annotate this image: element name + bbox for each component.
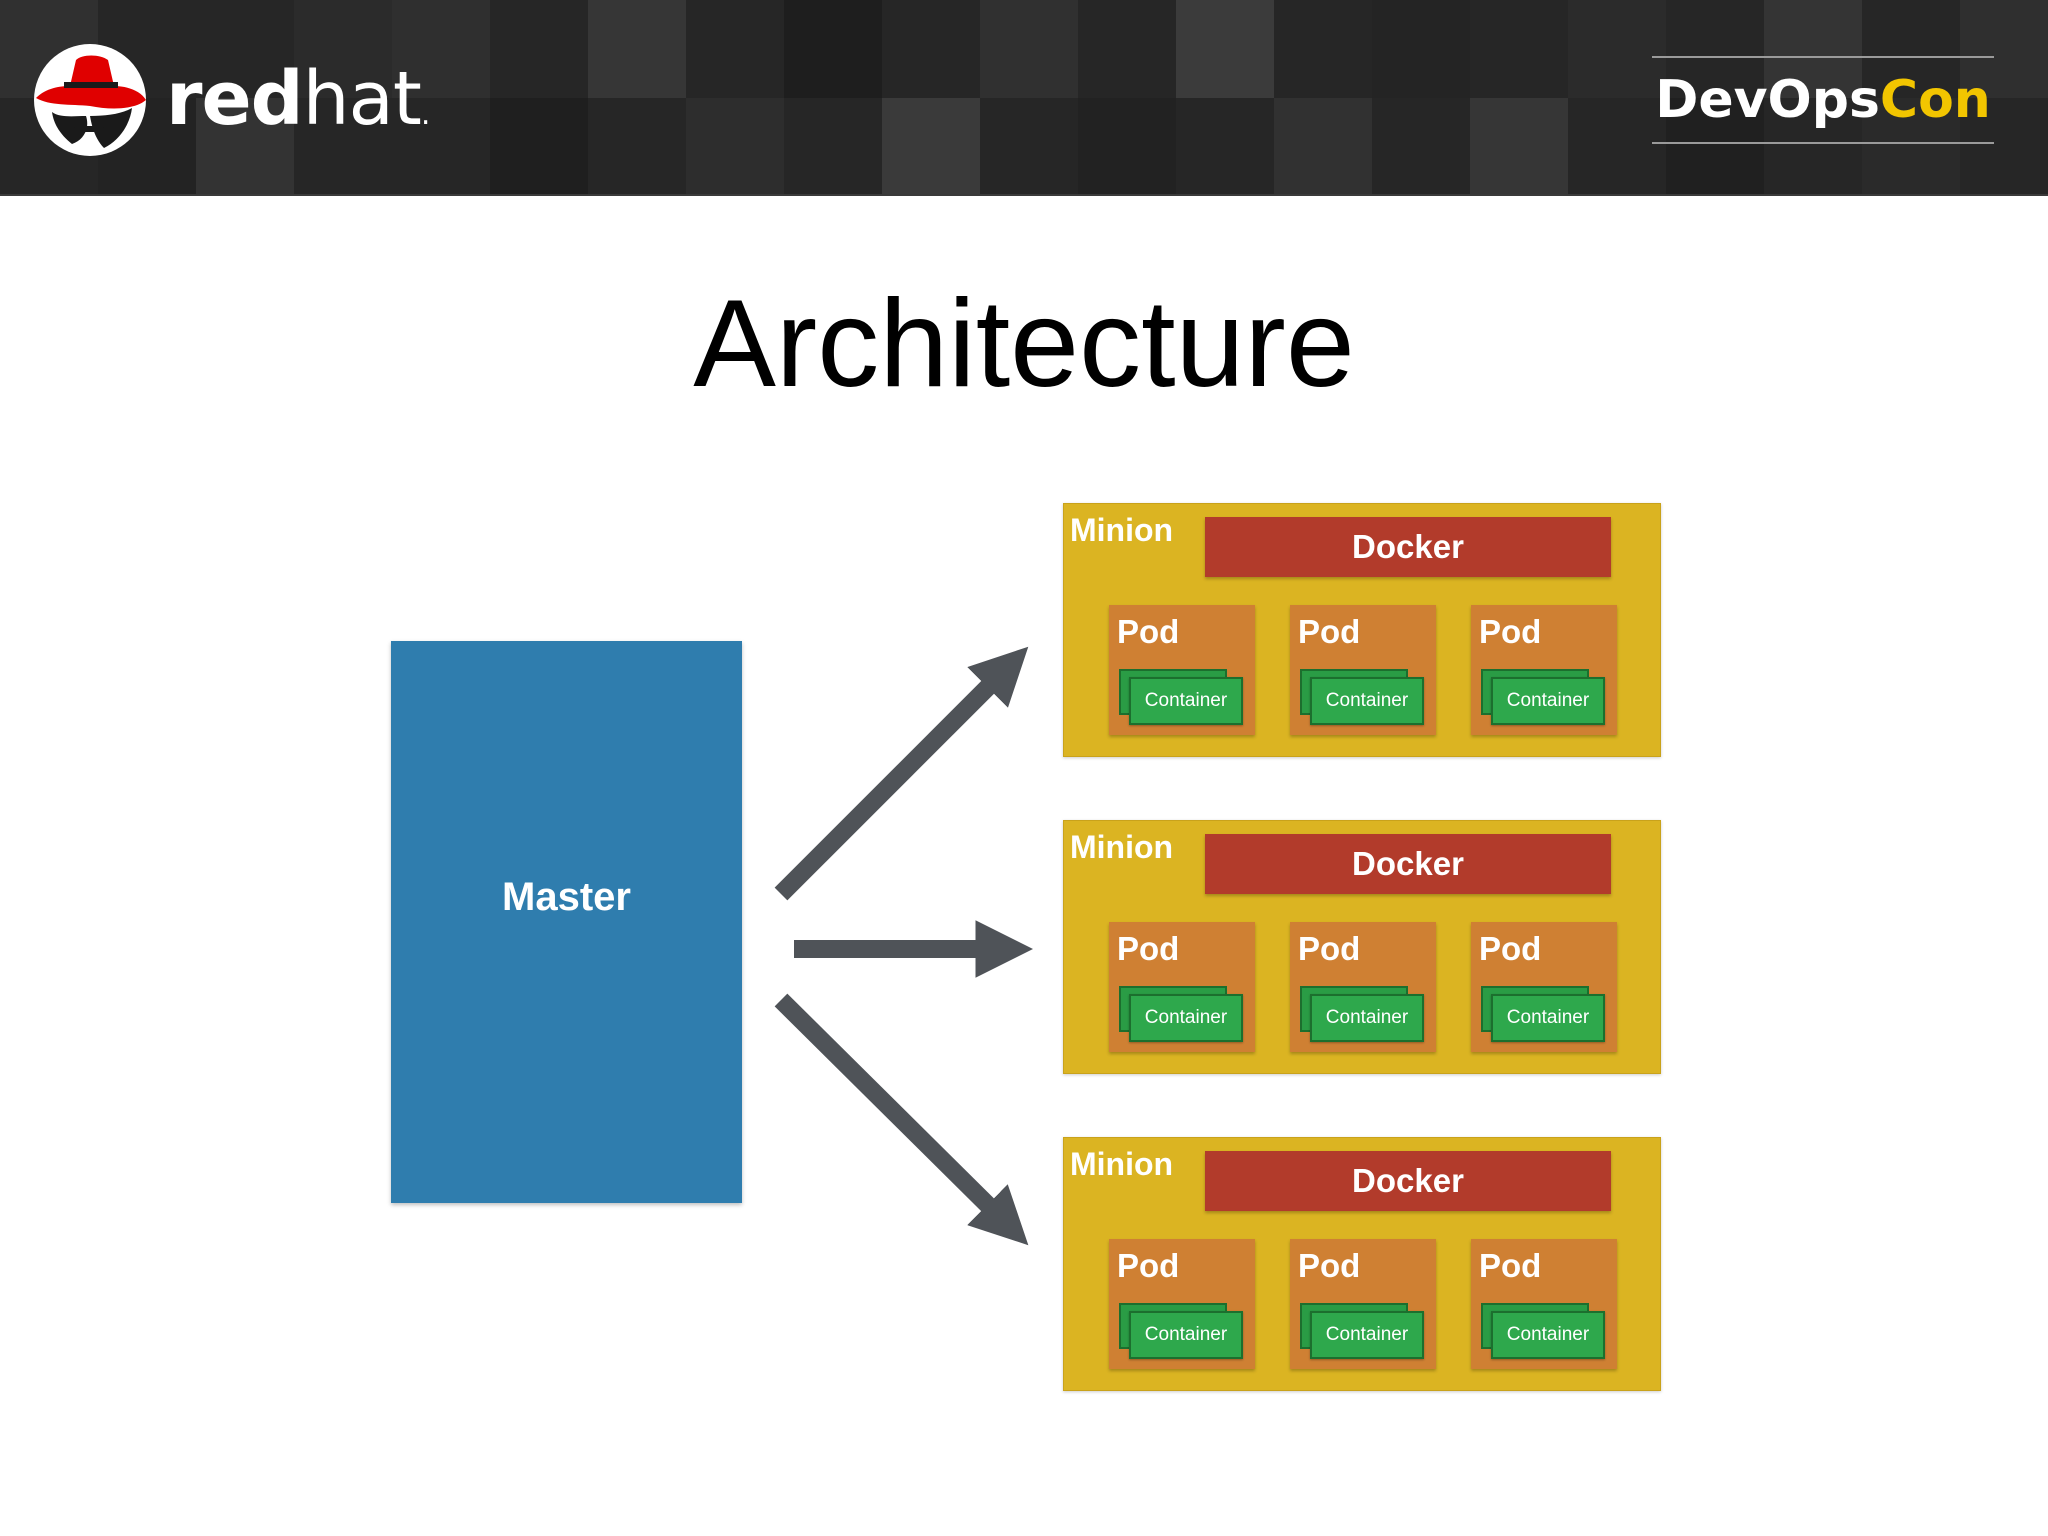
container-box: Container	[1491, 994, 1605, 1042]
pod: Pod Container	[1471, 605, 1617, 735]
container-box: Container	[1310, 1311, 1424, 1359]
container-box: Container	[1310, 677, 1424, 725]
pod: Pod Container	[1109, 1239, 1255, 1369]
pod-label: Pod	[1298, 1247, 1361, 1284]
arrow-to-minion-3	[774, 993, 1029, 1246]
devopscon-logo-con: Con	[1879, 70, 1991, 130]
slide-title: Architecture	[693, 275, 1355, 413]
container-box: Container	[1129, 677, 1243, 725]
minion-node: Minion Docker Pod Container Pod Containe…	[1063, 820, 1661, 1074]
minion-label: Minion	[1070, 512, 1174, 548]
minion-label: Minion	[1070, 1146, 1174, 1182]
pod: Pod Container	[1109, 922, 1255, 1052]
minion-node: Minion Docker Pod Container Pod Containe…	[1063, 503, 1661, 757]
minion-node: Minion Docker Pod Container Pod Containe…	[1063, 1137, 1661, 1391]
master-node: Master	[391, 641, 742, 1203]
pod-label: Pod	[1479, 613, 1542, 650]
pod-label: Pod	[1117, 613, 1180, 650]
pod-label: Pod	[1479, 930, 1542, 967]
pod-label: Pod	[1298, 613, 1361, 650]
pod-label: Pod	[1479, 1247, 1542, 1284]
container-box: Container	[1129, 994, 1243, 1042]
container-box: Container	[1310, 994, 1424, 1042]
container-box: Container	[1129, 1311, 1243, 1359]
docker-runtime-bar: Docker	[1205, 517, 1611, 577]
pod: Pod Container	[1290, 1239, 1436, 1369]
docker-runtime-bar: Docker	[1205, 834, 1611, 894]
redhat-wordmark-dot: .	[420, 97, 430, 132]
pod: Pod Container	[1471, 1239, 1617, 1369]
container-box: Container	[1491, 1311, 1605, 1359]
redhat-wordmark-hat: hat	[302, 56, 422, 142]
docker-runtime-bar: Docker	[1205, 1151, 1611, 1211]
devopscon-logo-devops: DevOps	[1655, 70, 1880, 130]
pod: Pod Container	[1109, 605, 1255, 735]
pod: Pod Container	[1290, 922, 1436, 1052]
pod: Pod Container	[1471, 922, 1617, 1052]
redhat-shadowman-icon	[34, 44, 146, 156]
pod-label: Pod	[1117, 930, 1180, 967]
pod-label: Pod	[1117, 1247, 1180, 1284]
arrow-to-minion-1	[774, 646, 1029, 901]
header-checker-pattern	[0, 0, 2048, 194]
minion-label: Minion	[1070, 829, 1174, 865]
redhat-wordmark-red: red	[166, 56, 304, 142]
master-label: Master	[502, 874, 631, 919]
container-box: Container	[1491, 677, 1605, 725]
pod-label: Pod	[1298, 930, 1361, 967]
pod: Pod Container	[1290, 605, 1436, 735]
redhat-wordmark: redhat.	[166, 62, 430, 136]
